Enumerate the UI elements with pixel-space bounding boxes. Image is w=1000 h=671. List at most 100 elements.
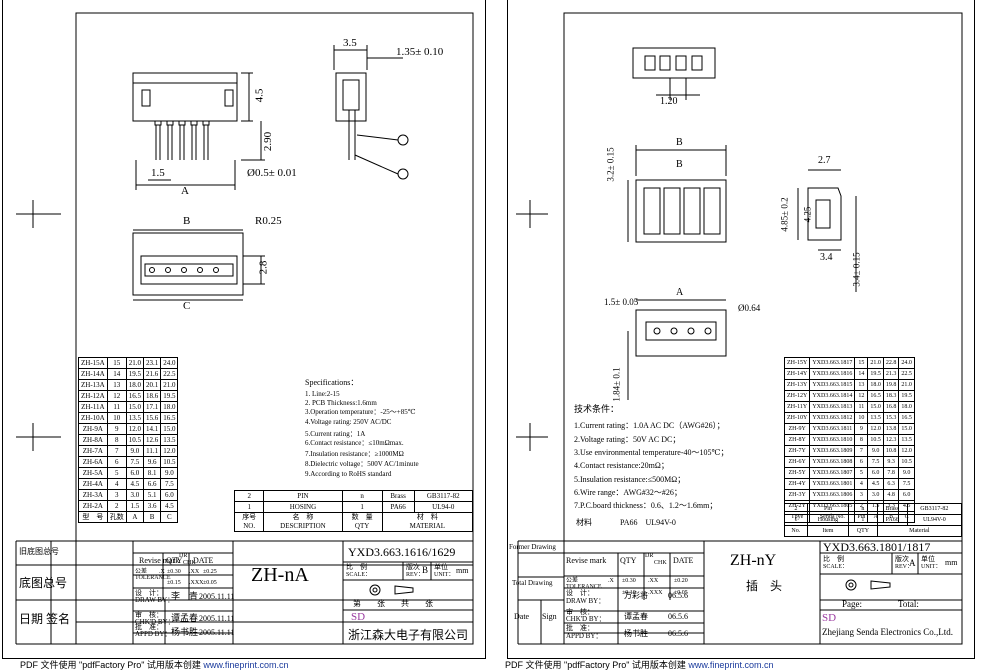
- table-cell: 5: [106, 467, 127, 479]
- dim-A: A: [676, 287, 684, 298]
- revise-mark: Revise mark: [139, 556, 180, 565]
- rev-val: A: [909, 558, 916, 568]
- drawing-number: YXD3.663.1801/1817: [823, 540, 931, 554]
- table-cell: 8: [106, 434, 127, 446]
- tol2: ±0.20: [674, 578, 688, 584]
- table-header-cell: B: [142, 511, 162, 523]
- table-cell: 9: [854, 423, 869, 435]
- base-drawing-no: 底图总号: [19, 576, 68, 590]
- chk-by-en: CHK'D BY：: [566, 615, 606, 623]
- cell: 2: [233, 490, 265, 502]
- table-cell: 8.1: [142, 467, 162, 479]
- table-cell: 9.0: [160, 467, 179, 479]
- model-name: ZH-nY: [730, 552, 777, 569]
- draw-name: 李 青: [171, 591, 199, 601]
- footer-link[interactable]: www.fineprint.com.cn: [203, 660, 289, 670]
- sd-logo: SD: [351, 611, 366, 623]
- spec-6: 6.Contact resistance：≤10mΩmax.: [305, 439, 404, 447]
- table-cell: 12.3: [882, 434, 900, 446]
- appd-name: 杨书胜: [171, 627, 199, 637]
- table-cell: 21.0: [125, 357, 144, 369]
- dim-B-mid: B: [676, 159, 683, 170]
- appd-date: 2005.11.11: [199, 628, 235, 637]
- tol1: ±0.30: [167, 569, 181, 575]
- footer-link[interactable]: www.fineprint.com.cn: [688, 660, 774, 670]
- table-cell: 1.5: [125, 500, 144, 512]
- table-cell: 13.5: [867, 412, 884, 424]
- cell: UL94-0: [413, 501, 473, 513]
- spec-title: Specifications：: [305, 378, 359, 387]
- table-header-cell: C: [160, 511, 179, 523]
- table-cell: ZH-3A: [78, 489, 108, 501]
- table-cell: 7.8: [882, 467, 900, 479]
- chk-name: 谭孟春: [624, 612, 648, 621]
- table-cell: 7: [106, 445, 127, 457]
- table-cell: 18.0: [867, 379, 884, 391]
- table-cell: 14: [106, 368, 127, 380]
- table-cell: YXD3.663.1807: [809, 467, 856, 479]
- table-cell: 11.1: [142, 445, 162, 457]
- table-cell: 9.3: [882, 456, 900, 468]
- table-cell: 13: [106, 379, 127, 391]
- table-cell: 18.3: [882, 390, 900, 402]
- table-cell: 13.5: [125, 412, 144, 424]
- table-cell: 4.5: [867, 478, 884, 490]
- dim-R0-25: R0.25: [255, 215, 282, 227]
- cell: GB3117-82: [413, 490, 473, 502]
- spec-2: 2. PCB Thickness:1.6mm: [305, 399, 377, 407]
- cell: n: [341, 490, 383, 502]
- table-cell: 15.0: [867, 401, 884, 413]
- draw-name: 万彩将: [624, 591, 648, 600]
- spec-3: 3.Operation temperature：-25～+85℃: [305, 408, 416, 416]
- rev-en: REV：: [895, 564, 914, 570]
- table-cell: 10.5: [125, 434, 144, 446]
- table-cell: 15.6: [142, 412, 162, 424]
- rev: 版次: [895, 555, 909, 563]
- table-cell: ZH-13A: [78, 379, 108, 391]
- table-cell: 12.0: [898, 445, 915, 457]
- spec-5: 5.Insulation resistance:≤500MΩ；: [574, 475, 686, 484]
- material-value: PA66 UL94V-0: [620, 518, 676, 527]
- table-cell: 9.0: [125, 445, 144, 457]
- appd-by: 批 准：: [135, 623, 163, 631]
- table-cell: 6: [854, 456, 869, 468]
- tolerance-label: 公差 TOLERANCE: [135, 569, 171, 581]
- table-cell: 21.0: [867, 357, 884, 369]
- table-header-cell: A: [125, 511, 144, 523]
- material-label: 材料: [576, 518, 592, 527]
- table-cell: 12.0: [125, 423, 144, 435]
- footer-text: PDF 文件使用 "pdfFactory Pro" 试用版本创建: [20, 660, 204, 670]
- table-cell: ZH-4A: [78, 478, 108, 490]
- spec-1: 1.Current rating：1.0A AC DC（AWG#26）；: [574, 421, 725, 430]
- table-cell: 21.0: [160, 379, 179, 391]
- spec-6: 6.Wire range：AWG#32～#26；: [574, 488, 682, 497]
- table-cell: ZH-7Y: [783, 445, 811, 457]
- table-cell: 9.0: [898, 467, 915, 479]
- table-cell: ZH-12Y: [783, 390, 811, 402]
- table-cell: 7.5: [867, 456, 884, 468]
- table-cell: 18.6: [142, 390, 162, 402]
- table-cell: ZH-9A: [78, 423, 108, 435]
- table-cell: ZH-3Y: [783, 489, 811, 501]
- table-cell: 13: [854, 379, 869, 391]
- table-cell: 15.3: [882, 412, 900, 424]
- drawing-sheet-right: 1.20 B B 3.2± 0.15 2.7 4.85± 0.2 4.25 3.…: [507, 0, 975, 659]
- chk-date: 06.5.6: [668, 612, 688, 621]
- total-label: Total:: [898, 599, 919, 609]
- qty-h: QTY: [166, 556, 183, 565]
- table-cell: 11: [854, 401, 869, 413]
- table-cell: 13.5: [160, 434, 179, 446]
- spec-8: 8.Dielectric voltage：500V AC/1minute: [305, 460, 419, 468]
- old-drawing-no: 旧底图总号: [19, 547, 59, 556]
- table-cell: 6.6: [142, 478, 162, 490]
- table-cell: 18.0: [898, 401, 915, 413]
- model-name: ZH-nA: [251, 564, 309, 586]
